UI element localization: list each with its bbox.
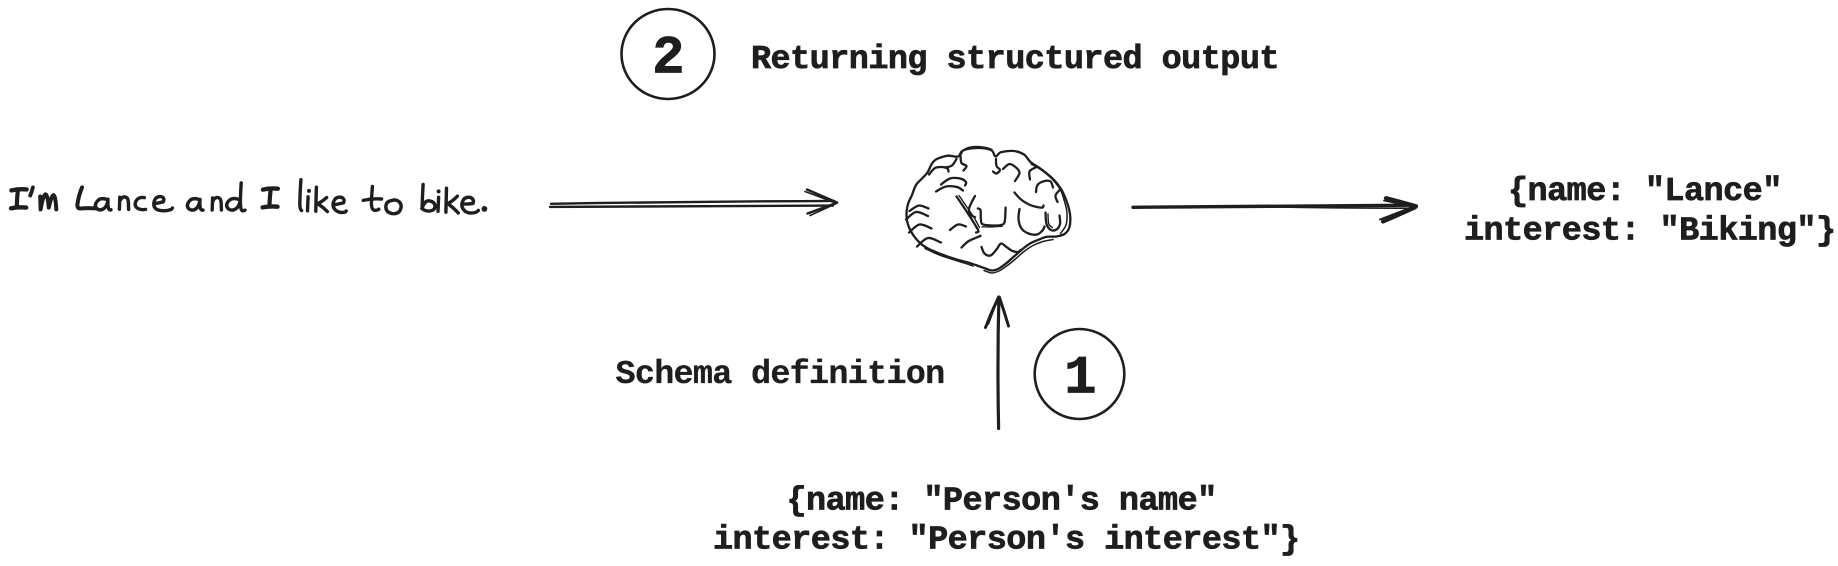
svg-text:Returning structured output: Returning structured output	[751, 41, 1279, 79]
svg-text:Schema definition: Schema definition	[616, 356, 945, 394]
svg-text:2: 2	[652, 29, 684, 90]
svg-text:{name: "Lance": {name: "Lance"	[1508, 173, 1782, 211]
svg-text:interest: "Person's interest"}: interest: "Person's interest"}	[713, 522, 1300, 560]
svg-text:interest: "Biking"}: interest: "Biking"}	[1464, 213, 1836, 251]
svg-text:{name: "Person's name": {name: "Person's name"	[787, 483, 1217, 521]
svg-text:1: 1	[1064, 349, 1096, 410]
